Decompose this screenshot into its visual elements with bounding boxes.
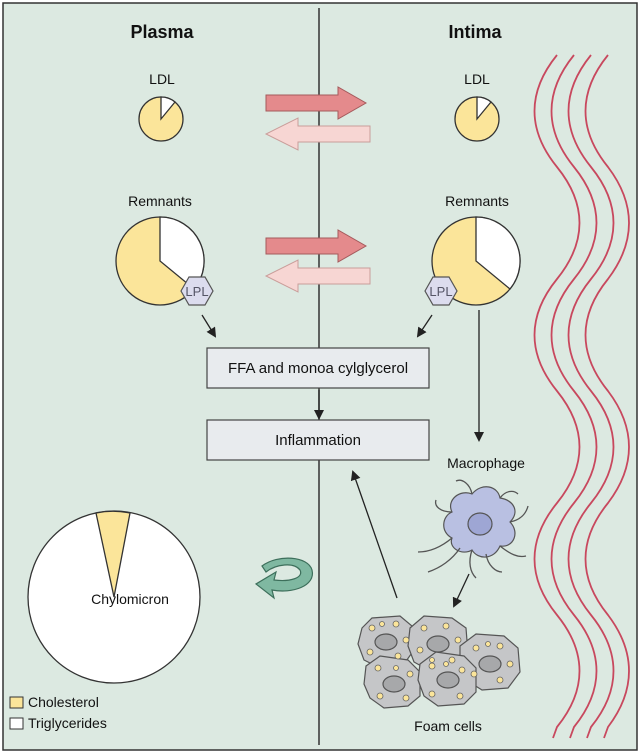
chylomicron-label: Chylomicron	[91, 591, 169, 607]
lpl-label-plasma: LPL	[185, 284, 208, 299]
arrow-macrophage-to-foam	[452, 573, 470, 608]
legend: Cholesterol Triglycerides	[9, 694, 107, 731]
lpl-hexagon-plasma: LPL	[180, 276, 214, 306]
ffa-box-label: FFA and monoa cylglycerol	[228, 360, 408, 377]
ldl-arrow-to-intima	[265, 86, 368, 120]
lpl-hexagon-intima: LPL	[424, 276, 458, 306]
ffa-box	[206, 347, 430, 389]
ldl-arrow-to-plasma	[264, 117, 371, 151]
remnants-pie-intima	[431, 216, 521, 306]
remnants-pie-plasma	[115, 216, 205, 306]
arrow-lpl-plasma-to-ffa	[201, 314, 217, 338]
legend-swatch-triglycerides	[9, 717, 24, 730]
recycle-arrow	[254, 557, 313, 600]
chylomicron-pie	[27, 510, 201, 684]
foam-cells-label: Foam cells	[414, 718, 482, 734]
remnants-label-intima: Remnants	[445, 193, 509, 209]
intima-header: Intima	[448, 22, 502, 42]
lpl-label-intima: LPL	[429, 284, 452, 299]
inflammation-box-label: Inflammation	[275, 432, 361, 449]
remnants-label-plasma: Remnants	[128, 193, 192, 209]
macrophage-cell	[417, 479, 529, 579]
arrow-foam-to-inflammation	[350, 470, 398, 599]
elastic-fibers	[533, 54, 630, 739]
legend-label-cholesterol: Cholesterol	[28, 694, 99, 710]
remnants-arrow-to-intima	[265, 229, 368, 263]
ldl-label-plasma: LDL	[149, 71, 175, 87]
ldl-label-intima: LDL	[464, 71, 490, 87]
legend-swatch-cholesterol	[9, 696, 24, 709]
inflammation-box	[206, 419, 430, 461]
macrophage-label: Macrophage	[447, 455, 525, 471]
legend-label-triglycerides: Triglycerides	[28, 715, 107, 731]
foam-cells	[357, 615, 521, 709]
ldl-pie-intima	[454, 96, 500, 142]
ldl-pie-plasma	[138, 96, 184, 142]
remnants-arrow-to-plasma	[264, 259, 371, 293]
plasma-header: Plasma	[130, 22, 194, 42]
arrow-lpl-intima-to-ffa	[416, 314, 433, 338]
